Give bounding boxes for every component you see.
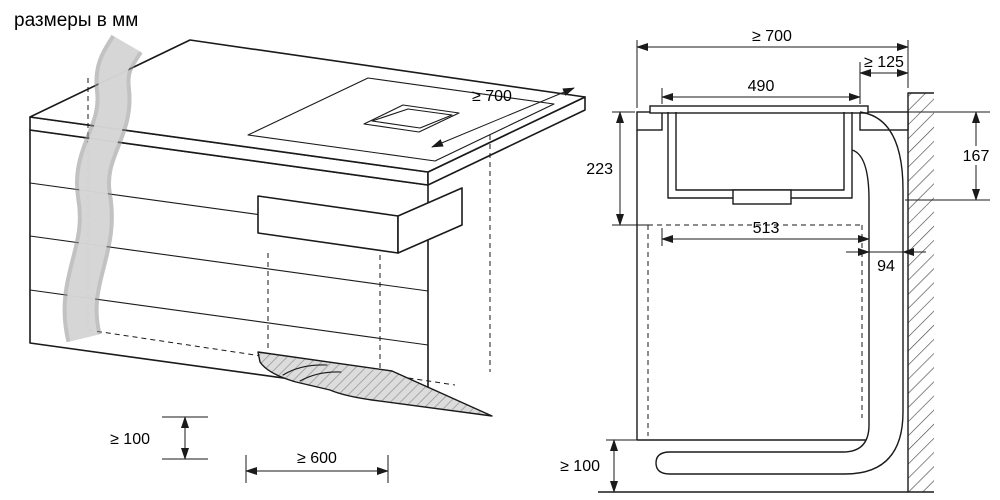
iso-view: ≥ 700 ≥ 100 ≥ 600 <box>29 34 586 483</box>
plinth-duct <box>257 351 493 417</box>
iso-dim-duct-run-label: ≥ 600 <box>297 450 337 467</box>
iso-dim-duct-run: ≥ 600 <box>245 450 389 483</box>
sec-dim-rear-clearance-label: ≥ 125 <box>864 54 904 71</box>
iso-dim-worktop-depth-label: ≥ 700 <box>472 88 512 105</box>
sec-dim-unit-height: 223 <box>586 111 648 226</box>
sec-dim-duct-depth: 94 <box>846 248 926 275</box>
sec-dim-rear-clearance: ≥ 125 <box>859 54 909 104</box>
sec-cabinet <box>636 130 866 441</box>
iso-dim-worktop-depth: ≥ 700 <box>431 87 575 148</box>
sec-duct <box>655 111 904 475</box>
sec-dim-inner-clearance-label: 513 <box>753 220 780 237</box>
hob-box <box>257 187 463 254</box>
sec-dim-duct-drop: 167 <box>905 111 993 201</box>
sec-hob-box <box>667 112 853 205</box>
sec-dim-duct-drop-label: 167 <box>963 148 990 165</box>
sec-dim-worktop-depth-label: ≥ 700 <box>752 28 792 45</box>
sec-dim-cutout: 490 <box>661 78 861 104</box>
sec-dim-duct-depth-label: 94 <box>877 258 895 275</box>
wall <box>907 92 934 492</box>
airflow-ribbon <box>62 34 143 343</box>
sec-worktop <box>636 105 909 131</box>
iso-dim-plinth-height: ≥ 100 <box>110 416 208 460</box>
iso-dim-plinth-height-label: ≥ 100 <box>110 431 150 448</box>
sec-dim-plinth-height-label: ≥ 100 <box>560 458 600 475</box>
sec-dim-plinth-height: ≥ 100 <box>560 439 637 493</box>
sec-dim-unit-height-label: 223 <box>586 161 613 178</box>
section-view: ≥ 700 ≥ 125 490 223 167 <box>560 28 993 493</box>
sec-dim-cutout-label: 490 <box>748 78 775 95</box>
sec-dim-worktop-depth: ≥ 700 <box>636 28 909 108</box>
page-title: размеры в мм <box>14 10 138 31</box>
sec-dim-inner-clearance: 513 <box>661 220 870 246</box>
